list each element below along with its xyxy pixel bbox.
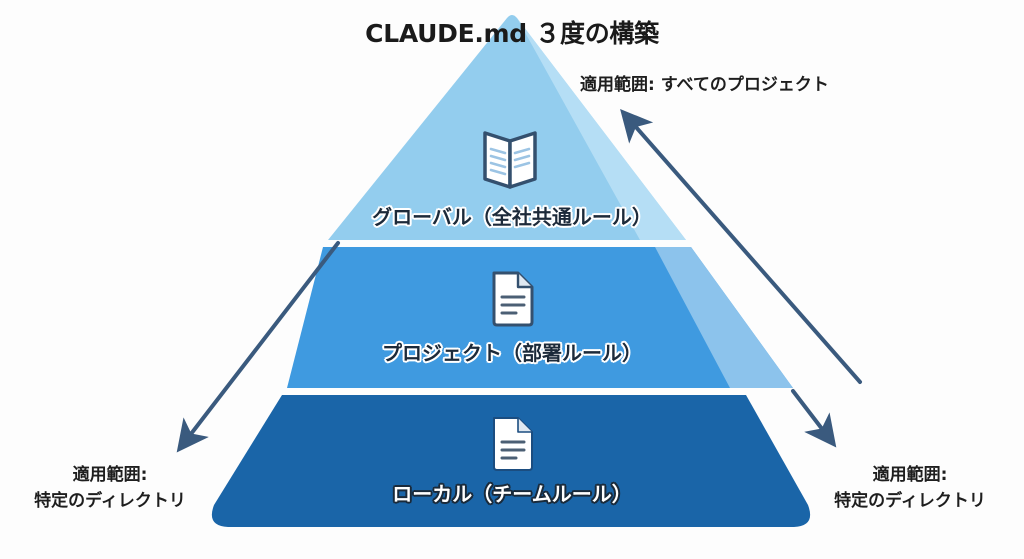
scope-label-left: 適用範囲: 特定のディレクトリ [10,462,210,514]
document-icon-local [493,417,533,471]
tier-project-label: プロジェクト（部署ルール） [382,341,642,365]
document-icon-project [492,271,534,327]
tier-local-label: ローカル（チームルール） [392,482,632,506]
tier-project-shape [287,247,793,388]
arrow-down-left [176,241,340,453]
scope-label-right-line2: 特定のディレクトリ [834,491,986,511]
tier-global [328,15,686,240]
tier-global-facet [517,18,686,240]
tier-project [287,247,793,388]
scope-label-all-projects: 適用範囲: すべてのプロジェクト [580,75,829,95]
tier-project-facet [655,247,793,388]
scope-label-right: 適用範囲: 特定のディレクトリ [810,462,1010,514]
arrow-down-right [791,389,837,448]
open-book-icon [483,131,537,189]
tier-global-label: グローバル（全社共通ルール） [372,205,652,229]
scope-label-left-line2: 特定のディレクトリ [34,491,186,511]
arrow-up-right [620,108,862,384]
scope-label-right-line1: 適用範囲: [872,465,948,485]
diagram-title: CLAUDE.md ３度の構築 [365,19,659,48]
scope-label-left-line1: 適用範囲: [72,465,148,485]
tier-global-shape [328,15,686,240]
